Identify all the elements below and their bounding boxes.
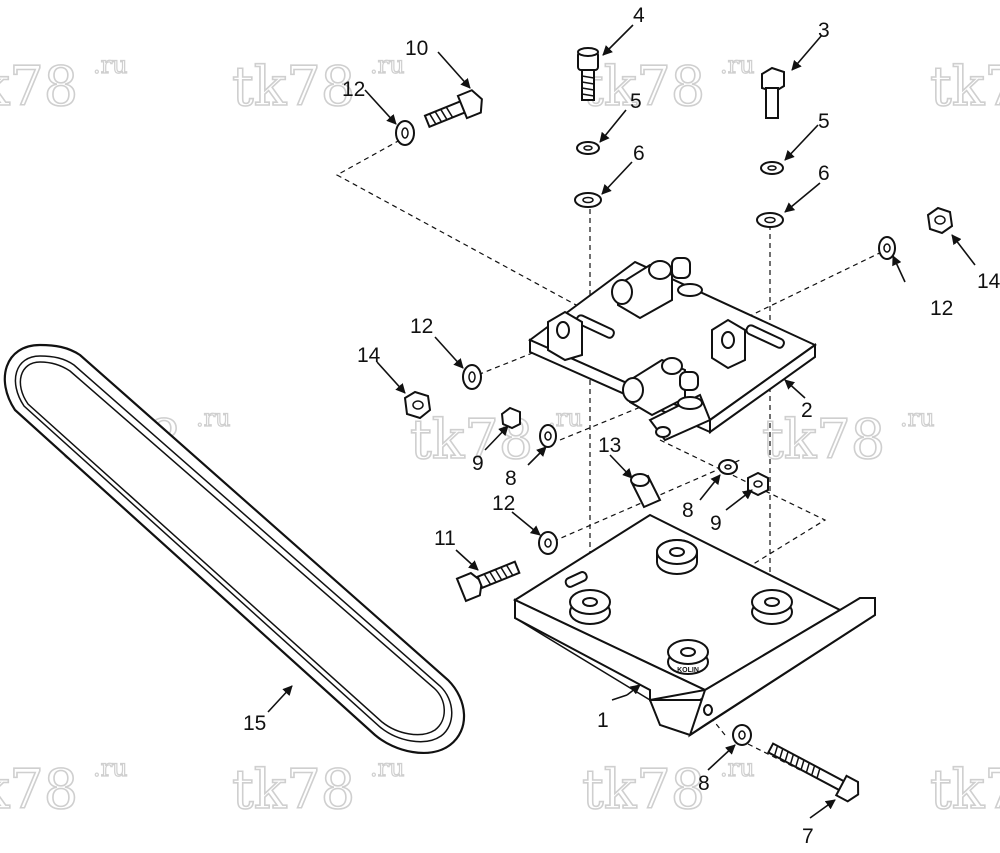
callout-6b: 6 [818,162,830,185]
svg-text:.ru: .ru [720,51,755,79]
brand-label: KOLIN [677,667,699,674]
flat-washer [574,192,602,208]
drive-belt [3,343,466,754]
long-bolt [767,742,860,803]
washer-12-top [395,120,415,146]
callout-14a: 14 [977,270,1000,293]
callout-7: 7 [802,825,814,848]
svg-text:.ru: .ru [370,754,405,782]
svg-text:tk78: tk78 [0,55,78,118]
svg-text:.ru: .ru [900,404,935,432]
svg-text:tk78: tk78 [762,408,885,471]
spacer [630,473,662,509]
callout-9a: 9 [472,452,484,475]
callout-5b: 5 [818,110,830,133]
svg-text:tk78: tk78 [930,758,1000,821]
watermark: tk78.ru [929,54,1000,119]
watermark: tk78 .ru [581,50,755,118]
watermark: tk78.ru [929,757,1000,822]
hex-nut-right [926,206,954,235]
svg-text:.ru: .ru [93,51,128,79]
hex-nut-left [403,390,432,420]
svg-text:tk78: tk78 [582,758,705,821]
svg-text:.ru: .ru [370,51,405,79]
hex-bolt-left-top [423,89,483,129]
callout-12a: 12 [342,78,365,101]
svg-text:tk78: tk78 [232,55,355,118]
callout-4: 4 [633,4,645,27]
callout-labels: 1 2 3 4 5 5 6 6 7 8 8 8 9 9 10 11 12 12 … [243,4,1000,848]
callout-14b: 14 [357,344,381,367]
watermark: tk78 .ru [581,753,755,821]
adjuster-plate [528,257,817,442]
callout-2: 2 [801,399,813,422]
callout-5a: 5 [630,90,642,113]
callout-8b: 8 [682,499,694,522]
svg-text:tk78: tk78 [232,758,355,821]
leader-arrows [267,24,976,819]
watermark: tk78 .ru [761,403,935,471]
callout-13: 13 [598,434,621,457]
svg-text:.ru: .ru [720,754,755,782]
svg-text:.ru: .ru [93,754,128,782]
base-plate: KOLIN [512,513,876,738]
svg-text:tk78: tk78 [582,55,705,118]
callout-10: 10 [405,37,428,60]
lock-washer [576,141,600,155]
svg-text:tk78: tk78 [930,55,1000,118]
callout-8c: 8 [698,772,710,795]
callout-6a: 6 [633,142,645,165]
watermark: tk78 .ru [231,753,405,821]
callout-9b: 9 [710,512,722,535]
svg-text:tk78: tk78 [0,758,78,821]
callout-12c: 12 [410,315,433,338]
callout-3: 3 [818,19,830,42]
watermark: tk78 .ru [231,50,405,118]
watermark: tk78 .ru [0,50,128,118]
callout-15: 15 [243,712,266,735]
cap-screw [577,47,599,101]
callout-11: 11 [434,527,456,550]
hex-bolt-top [761,66,785,119]
callout-12d: 12 [492,492,515,515]
watermark: tk78 .ru [0,753,128,821]
callout-12b: 12 [930,297,953,320]
hex-bolt-lower-left [455,560,521,603]
svg-text:.ru: .ru [196,404,231,432]
nut-9-left [500,406,521,430]
callout-8a: 8 [505,467,517,490]
callout-1: 1 [597,709,609,732]
